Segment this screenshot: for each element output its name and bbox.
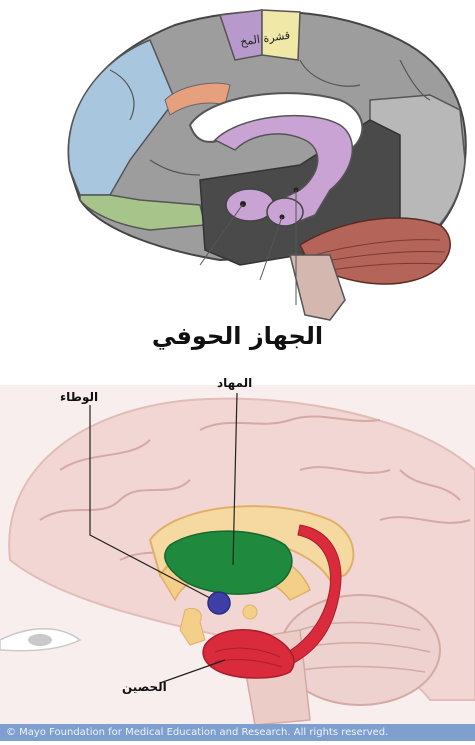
amygdala xyxy=(226,189,274,221)
copyright-banner: © Mayo Foundation for Medical Education … xyxy=(0,724,475,741)
brain-cross-section xyxy=(0,385,475,725)
limbic-system-caption: الجهاز الحوفي xyxy=(0,322,475,350)
limbic-system-diagram xyxy=(68,10,465,320)
thalamus-label: المهاد xyxy=(217,376,252,390)
mammillary-body xyxy=(243,605,257,619)
hypothalamus xyxy=(208,592,230,614)
eye xyxy=(28,634,52,646)
hippocampus-label: الحصين xyxy=(122,680,167,694)
hippocampus-top xyxy=(267,198,303,226)
hypothalamus-label: الوطاء xyxy=(60,390,98,404)
